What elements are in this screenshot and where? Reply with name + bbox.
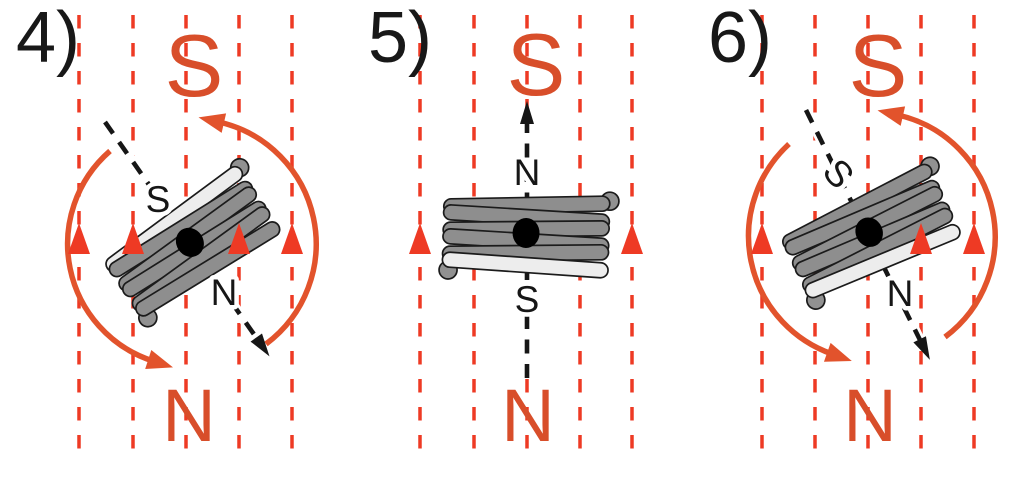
field-arrowhead-up-icon xyxy=(963,223,985,254)
needle-south-label: S xyxy=(515,279,540,320)
rotation-arrows-counterclockwise xyxy=(745,106,998,362)
field-arrowhead-up-icon xyxy=(409,223,431,254)
needle-north-label: N xyxy=(514,152,541,193)
top-pole-label: S xyxy=(165,16,224,115)
rotation-arc-left xyxy=(745,141,852,362)
field-arrowhead-up-icon xyxy=(621,223,643,254)
bottom-pole-label: N xyxy=(501,374,554,457)
needle-north-label: N xyxy=(211,272,238,313)
field-arrowhead-up-icon xyxy=(751,223,773,254)
panel-5: 5) S N N S xyxy=(368,0,643,457)
panel-4: 4) S N S N xyxy=(16,0,319,457)
coil xyxy=(93,154,294,332)
panel-number: 4) xyxy=(16,0,80,78)
panel-number: 6) xyxy=(708,0,772,78)
panel-6: 6) S N S N xyxy=(708,0,998,457)
rotation-arc-left xyxy=(64,148,173,369)
top-pole-label: S xyxy=(849,16,908,115)
coil xyxy=(437,186,620,285)
coil xyxy=(772,153,974,313)
panel-number: 5) xyxy=(368,0,432,78)
rotation-arc-right xyxy=(198,113,319,347)
bottom-pole-label: N xyxy=(843,374,896,457)
rotation-arc-right xyxy=(877,106,998,340)
needle-south-label: S xyxy=(815,151,862,196)
bottom-pole-label: N xyxy=(162,374,215,457)
field-arrowhead-up-icon xyxy=(281,223,303,254)
top-pole-label: S xyxy=(507,15,566,114)
needle-north-label: N xyxy=(887,273,914,314)
rotation-arrows-counterclockwise xyxy=(64,113,319,369)
needle-south-label: S xyxy=(146,179,171,220)
